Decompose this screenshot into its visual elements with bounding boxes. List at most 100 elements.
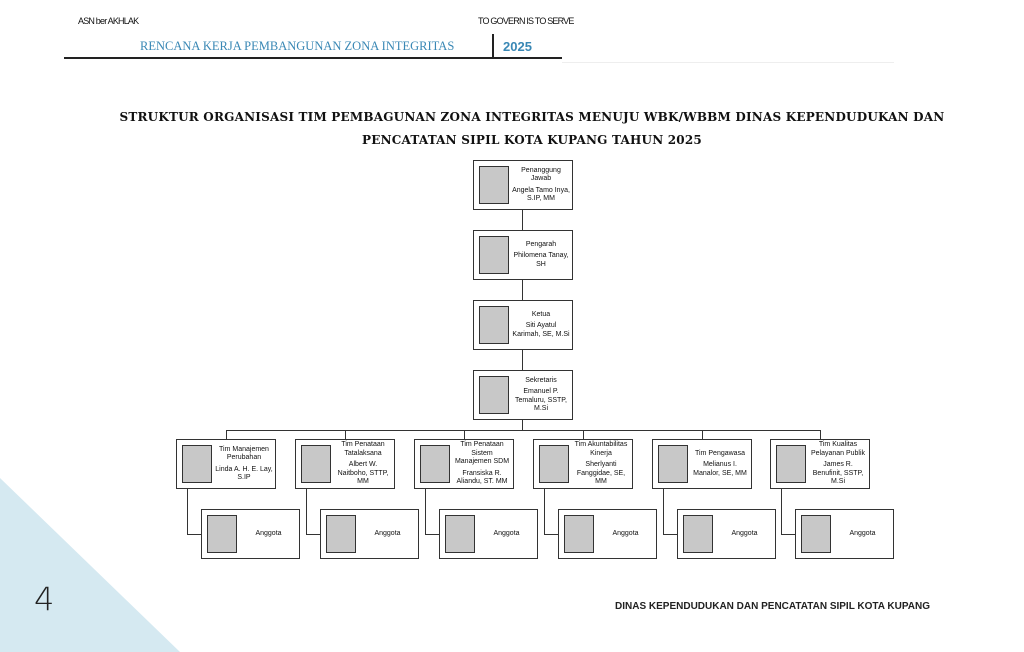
box-text: Tim Penataan Sistem Manajemen SDM Fransis… — [453, 441, 511, 486]
person-name: Philomena Tanay, SH — [513, 252, 569, 268]
person-name: Anggota — [374, 529, 401, 537]
role-label: Tim Akuntabilitas Kinerja — [574, 441, 628, 457]
box-text: Anggota — [359, 512, 416, 556]
connector-line — [781, 489, 783, 534]
connector-line — [781, 534, 795, 536]
person-name: Siti Ayatul Karimah, SE, M.Si — [512, 322, 570, 338]
photo-placeholder — [564, 515, 594, 553]
role-label: Tim Penataan Sistem Manajemen SDM — [454, 441, 510, 466]
page-number: 4 — [34, 580, 55, 618]
person-name: Anggota — [255, 529, 282, 537]
header-left-tag: ASN ber AKHLAK — [78, 16, 139, 26]
connector-line — [522, 210, 524, 230]
role-label: Pengarah — [525, 240, 557, 248]
connector-line — [544, 534, 558, 536]
connector-line — [583, 430, 585, 439]
photo-placeholder — [182, 445, 212, 483]
photo-placeholder — [420, 445, 450, 483]
photo-placeholder — [207, 515, 237, 553]
role-label: Tim Penataan Tatalaksana — [341, 441, 385, 457]
person-name: James R. Benufinit, SSTP, M.Si — [812, 461, 864, 486]
connector-line — [820, 430, 822, 439]
connector-line — [522, 350, 524, 370]
photo-placeholder — [479, 306, 509, 344]
box-text: Anggota — [240, 512, 297, 556]
header-divider — [492, 34, 494, 58]
member-box-2: Anggota — [439, 509, 538, 559]
photo-placeholder — [683, 515, 713, 553]
footer-text: DINAS KEPENDUDUKAN DAN PENCATATAN SIPIL … — [615, 601, 931, 612]
role-label: Penanggung Jawab — [521, 166, 561, 183]
box-text: Anggota — [478, 512, 535, 556]
connector-line — [663, 489, 665, 534]
connector-line — [226, 430, 228, 439]
header-right-tag: TO GOVERN IS TO SERVE — [478, 16, 574, 26]
person-name: Melianus I. Manalor, SE, MM — [693, 461, 747, 477]
member-box-1: Anggota — [320, 509, 419, 559]
connector-line — [425, 534, 439, 536]
member-box-0: Anggota — [201, 509, 300, 559]
connector-line — [187, 489, 189, 534]
page-title-line2: PENCATATAN SIPIL KOTA KUPANG TAHUN 2025 — [362, 133, 702, 147]
connector-line — [522, 420, 524, 430]
box-text: Anggota — [716, 512, 773, 556]
connector-line — [345, 430, 347, 439]
member-box-5: Anggota — [795, 509, 894, 559]
connector-line — [226, 430, 820, 432]
person-name: Angela Tamo Inya, S.IP, MM — [512, 186, 570, 203]
person-name: Anggota — [731, 529, 758, 537]
photo-placeholder — [539, 445, 569, 483]
team-box-2: Tim Penataan Sistem Manajemen SDM Fransis… — [414, 439, 514, 489]
photo-placeholder — [658, 445, 688, 483]
connector-line — [464, 430, 466, 439]
role-label: Ketua — [531, 310, 551, 318]
document-year: 2025 — [503, 39, 532, 54]
box-text: Anggota — [834, 512, 891, 556]
connector-line — [306, 534, 320, 536]
role-label: Tim Manajemen Perubahan — [219, 445, 269, 462]
person-name: Anggota — [612, 529, 639, 537]
role-label: Tim Pengawasa — [695, 449, 745, 457]
person-name: Albert W. Naitboho, STTP, MM — [337, 461, 389, 486]
person-name: Anggota — [849, 529, 876, 537]
connector-line — [306, 489, 308, 534]
person-name: Sherlyanti Fanggidae, SE, MM — [576, 461, 626, 486]
role-label: Tim Kualitas Pelayanan Publik — [810, 441, 866, 457]
photo-placeholder — [479, 376, 509, 414]
person-name: Fransiska R. Aliandu, ST. MM — [456, 469, 508, 486]
member-box-3: Anggota — [558, 509, 657, 559]
role-label: Sekretaris — [525, 376, 557, 384]
photo-placeholder — [479, 236, 509, 274]
connector-line — [544, 489, 546, 534]
corner-decoration — [0, 478, 180, 652]
person-name: Linda A. H. E. Lay, S.IP — [215, 465, 273, 482]
photo-placeholder — [776, 445, 806, 483]
page-title-line1: STRUKTUR ORGANISASI TIM PEMBAGUNAN ZONA … — [119, 110, 945, 124]
document-title: RENCANA KERJA PEMBANGUNAN ZONA INTEGRITA… — [140, 39, 455, 53]
photo-placeholder — [301, 445, 331, 483]
connector-line — [702, 430, 704, 439]
photo-placeholder — [326, 515, 356, 553]
header-rule — [64, 57, 562, 59]
header-faint-rule — [562, 62, 894, 63]
connector-line — [425, 489, 427, 534]
member-box-4: Anggota — [677, 509, 776, 559]
person-name: Emanuel P. Temaluru, SSTP, M.Si — [514, 388, 567, 412]
photo-placeholder — [479, 166, 509, 204]
